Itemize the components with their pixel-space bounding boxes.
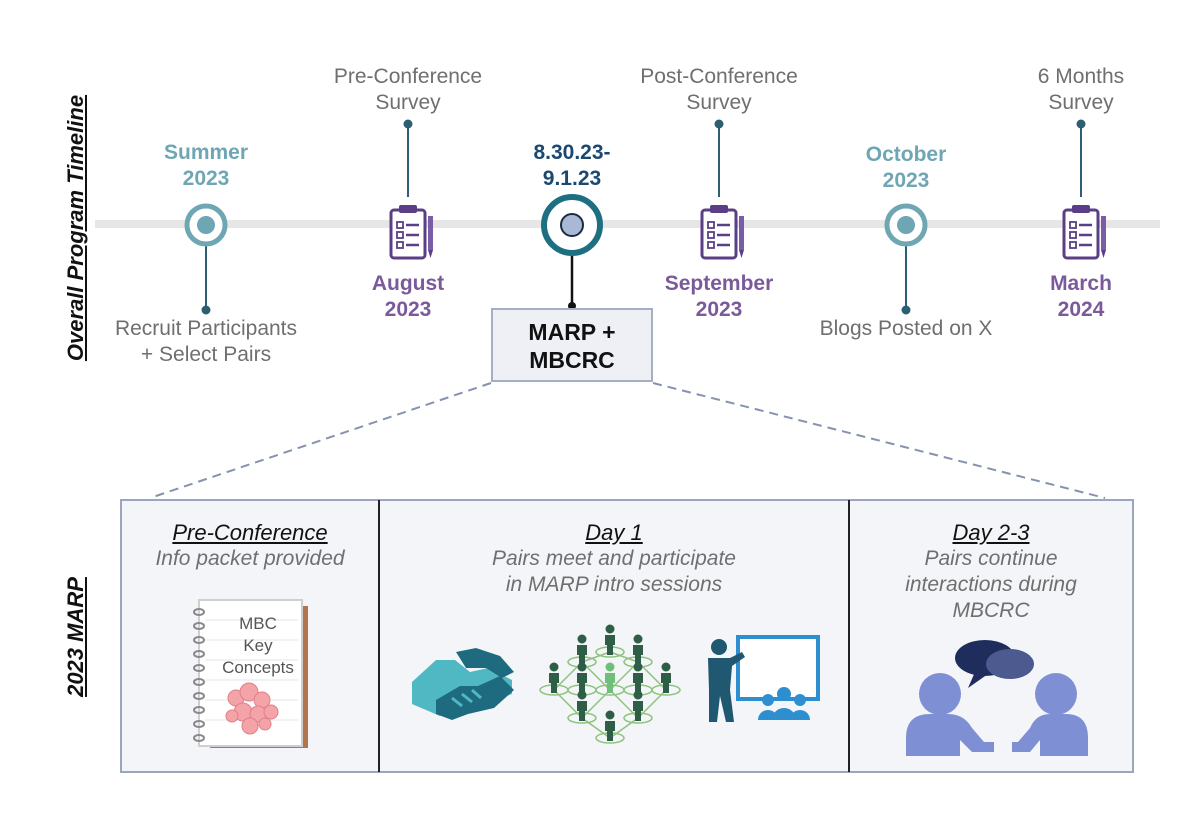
notebook-icon	[193, 599, 308, 748]
event-date-march-2024: March 2024	[1050, 272, 1112, 321]
target-icon	[184, 203, 228, 247]
event-note-pre-survey: Pre-Conference Survey	[333, 65, 483, 114]
panel-text-pre-conference: Info packet provided	[155, 547, 345, 570]
timeline-line	[95, 220, 1160, 228]
target-icon	[884, 203, 928, 247]
event-note-post-survey: Post-Conference Survey	[640, 65, 798, 114]
event-note-blogs: Blogs Posted on X	[819, 317, 993, 340]
handshake-icon	[412, 648, 514, 720]
clipboard-icon	[1062, 203, 1108, 260]
notebook-text: MBC Key Concepts	[222, 614, 294, 677]
clipboard-icon	[700, 203, 746, 260]
event-note-6-month-survey: 6 Months Survey	[1037, 65, 1125, 114]
event-date-september-2023: September 2023	[664, 272, 774, 321]
conversation-icon	[906, 640, 1088, 756]
clipboard-icon	[389, 203, 435, 260]
event-date-conference: 8.30.23- 9.1.23	[533, 141, 611, 190]
panel-title-pre-conference: Pre-Conference	[172, 520, 328, 545]
event-note-recruit: Recruit Participants + Select Pairs	[114, 317, 298, 366]
marp-mbcrc-box: MARP + MBCRC	[491, 308, 653, 382]
network-icon	[539, 624, 681, 744]
panel-title-day-1: Day 1	[585, 520, 643, 545]
event-date-august-2023: August 2023	[371, 272, 445, 321]
presentation-icon	[708, 635, 820, 722]
event-date-summer-2023: Summer 2023	[163, 141, 249, 190]
panel-text-day-2-3: Pairs continue interactions during MBCRC	[905, 547, 1077, 622]
panel-title-day-2-3: Day 2-3	[952, 520, 1030, 545]
panel-text-day-1: Pairs meet and participate in MARP intro…	[492, 547, 736, 596]
marp-section-title: 2023 MARP	[63, 577, 88, 697]
target-icon	[541, 194, 603, 256]
event-date-october-2023: October 2023	[865, 143, 947, 192]
